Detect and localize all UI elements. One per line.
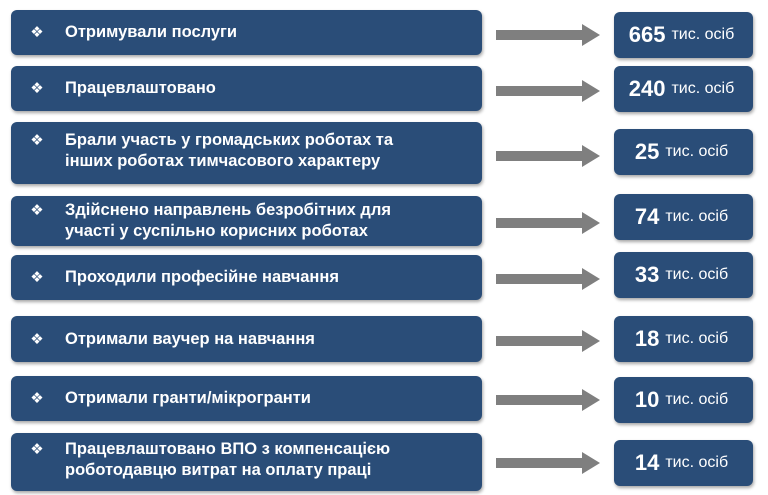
label-box: ❖ Працевлаштовано ВПО з компенсацією роб… xyxy=(11,433,482,491)
value-unit: тис. осіб xyxy=(665,143,729,160)
diamond-bullet-icon: ❖ xyxy=(30,80,44,97)
arrow-right-icon xyxy=(496,452,600,474)
value-box: 240 тис. осіб xyxy=(614,66,753,112)
arrow-right-icon xyxy=(496,145,600,167)
value-number: 18 xyxy=(634,326,660,351)
row-label: Отримали гранти/мікрогранти xyxy=(65,389,311,407)
diamond-bullet-icon: ❖ xyxy=(30,390,44,407)
diamond-bullet-icon: ❖ xyxy=(30,202,44,219)
diamond-bullet-icon: ❖ xyxy=(30,269,44,286)
label-box: ❖ Працевлаштовано xyxy=(11,66,482,111)
value-box: 18 тис. осіб xyxy=(614,316,753,362)
value-number: 25 xyxy=(634,139,660,164)
value-number: 74 xyxy=(634,204,660,229)
value-number: 240 xyxy=(628,76,666,101)
diamond-bullet-icon: ❖ xyxy=(30,330,44,348)
value-box: 33 тис. осіб xyxy=(614,252,753,298)
arrow-right-icon xyxy=(496,330,600,352)
value-unit: тис. осіб xyxy=(671,26,735,43)
diamond-bullet-icon: ❖ xyxy=(30,24,44,41)
value-unit: тис. осіб xyxy=(665,330,729,347)
row-label: Отримували послуги xyxy=(65,23,238,41)
value-unit: тис. осіб xyxy=(665,391,729,408)
value-box: 665 тис. осіб xyxy=(614,12,753,58)
arrow-right-icon xyxy=(496,268,600,290)
value-number: 33 xyxy=(634,262,660,287)
value-unit: тис. осіб xyxy=(665,266,729,283)
value-box: 10 тис. осіб xyxy=(614,377,753,423)
label-box: ❖ Отримали гранти/мікрогранти xyxy=(11,376,482,421)
arrow-right-icon xyxy=(496,24,600,46)
value-unit: тис. осіб xyxy=(671,80,735,97)
row-label: Здійснено направлень безробітних для уча… xyxy=(65,201,391,240)
value-box: 14 тис. осіб xyxy=(614,440,753,486)
arrow-right-icon xyxy=(496,212,600,234)
row-label: Проходили професійне навчання xyxy=(65,268,339,286)
row-label: Брали участь у громадських роботах та ін… xyxy=(65,131,394,170)
value-number: 665 xyxy=(628,22,666,47)
arrow-right-icon xyxy=(496,389,600,411)
value-unit: тис. осіб xyxy=(665,208,729,225)
value-box: 74 тис. осіб xyxy=(614,194,753,240)
label-box: ❖ Проходили професійне навчання xyxy=(11,255,482,300)
diamond-bullet-icon: ❖ xyxy=(30,132,44,149)
value-unit: тис. осіб xyxy=(665,454,729,471)
row-label: Працевлаштовано ВПО з компенсацією робот… xyxy=(65,440,391,479)
value-number: 14 xyxy=(634,450,660,475)
arrow-right-icon xyxy=(496,80,600,102)
label-box: ❖ Отримували послуги xyxy=(11,10,482,55)
diamond-bullet-icon: ❖ xyxy=(30,441,44,458)
label-box: ❖ Брали участь у громадських роботах та … xyxy=(11,122,482,184)
label-box: ❖ Здійснено направлень безробітних для у… xyxy=(11,196,482,246)
row-label: Працевлаштовано xyxy=(65,79,216,97)
label-box: ❖ Отримали ваучер на навчання xyxy=(11,316,482,362)
value-number: 10 xyxy=(634,387,660,412)
value-box: 25 тис. осіб xyxy=(614,129,753,175)
row-label: Отримали ваучер на навчання xyxy=(65,329,315,348)
